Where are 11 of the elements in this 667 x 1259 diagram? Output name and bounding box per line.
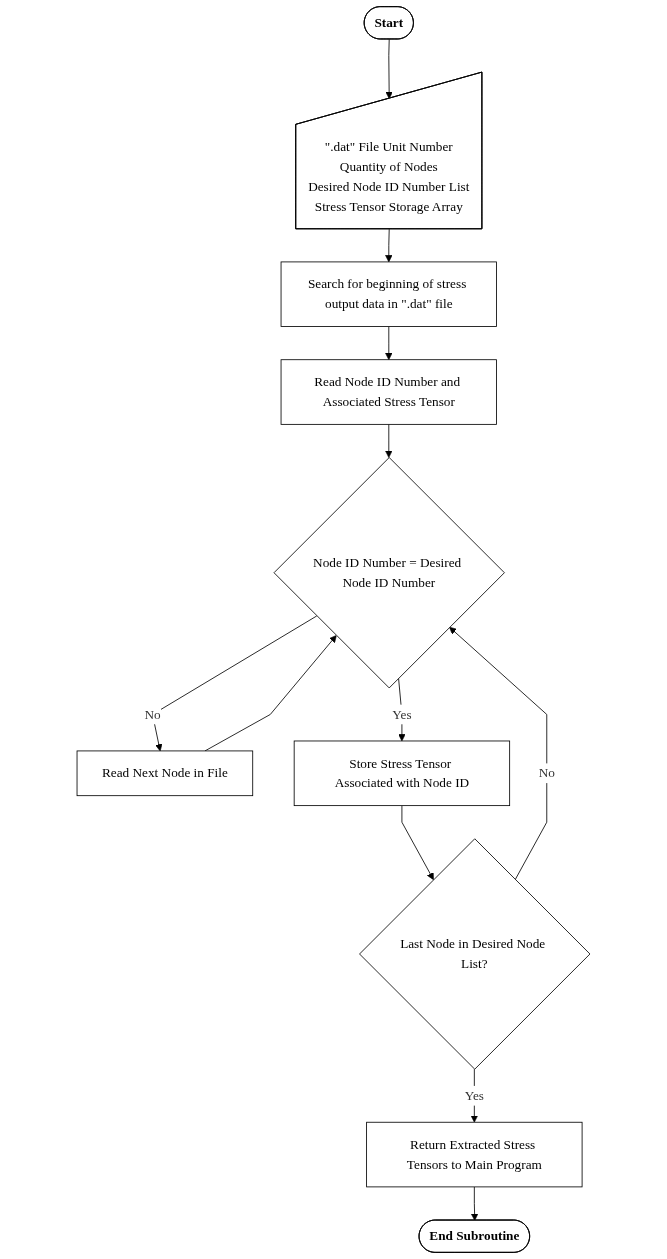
edge-label: Yes: [392, 707, 412, 722]
edge-label: Yes: [464, 1088, 484, 1103]
edge-label: No: [538, 765, 555, 780]
node-box: Return Extracted Stress Tensors to Main Program: [366, 1121, 583, 1188]
node-diamond: Node ID Number = Desired Node ID Number: [273, 457, 505, 689]
node-box: Store Stress Tensor Associated with Node ID: [293, 740, 511, 807]
node-box: Search for beginning of stress output data in ".dat" file: [280, 261, 497, 327]
node-diamond: Last Node in Desired Node List?: [359, 838, 591, 1070]
node-box: Read Next Node in File: [76, 750, 254, 797]
node-box: Read Node ID Number and Associated Stress Tensor: [280, 359, 497, 425]
edge-label: No: [144, 707, 161, 722]
